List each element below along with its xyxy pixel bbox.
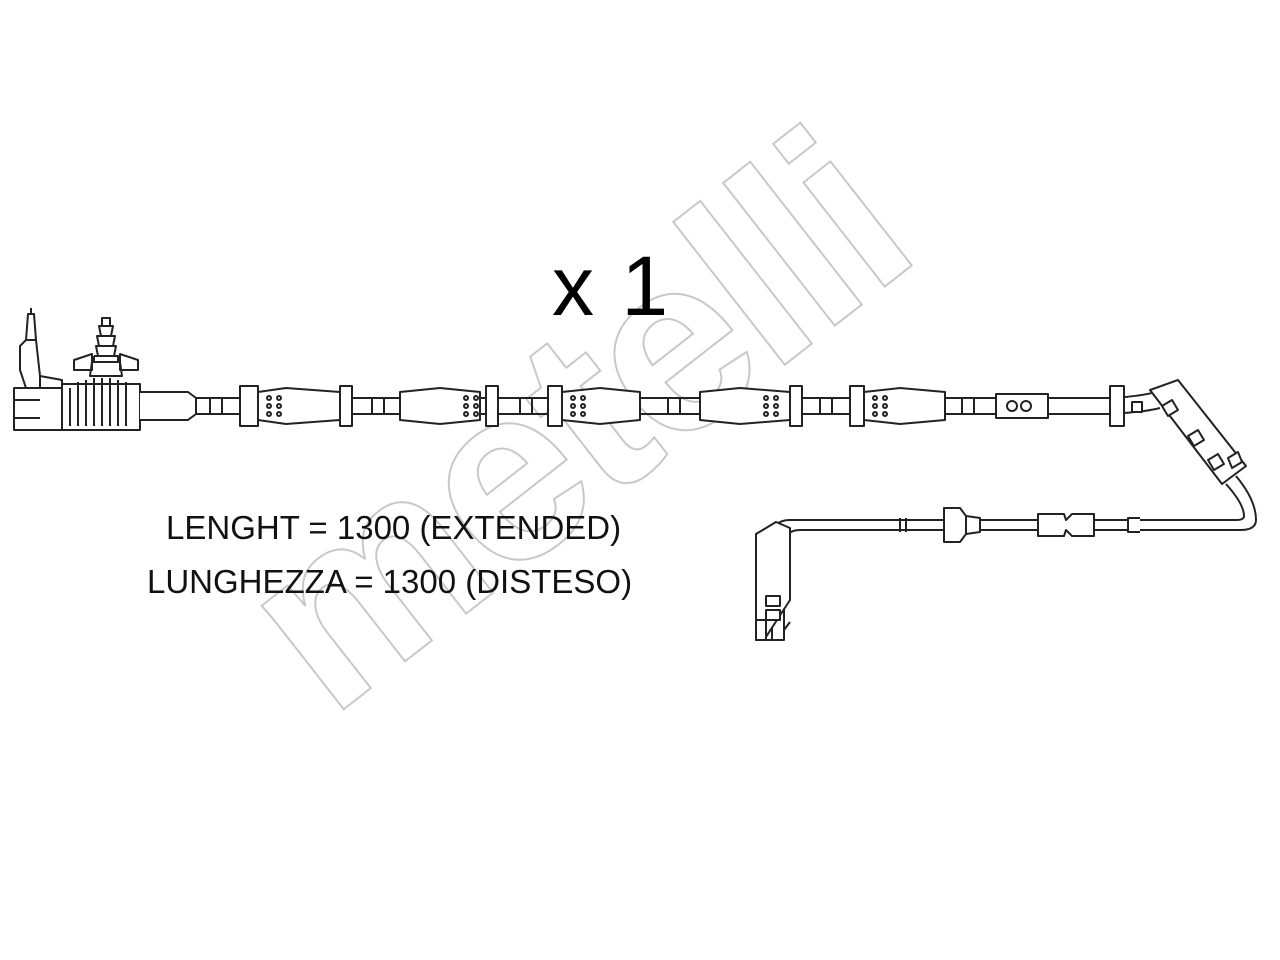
return-cable: [1127, 475, 1257, 533]
angled-bracket: [1149, 379, 1247, 485]
quantity-label: x 1: [552, 239, 671, 333]
plug-connector: [13, 308, 141, 431]
length-label-italian: LUNGHEZZA = 1300 (DISTESO): [147, 563, 633, 600]
sensor-tip: [755, 507, 1128, 641]
cable-sleeves: [209, 385, 1143, 427]
length-label-english: LENGHT = 1300 (EXTENDED): [166, 509, 622, 546]
connector-boot: [140, 391, 197, 421]
